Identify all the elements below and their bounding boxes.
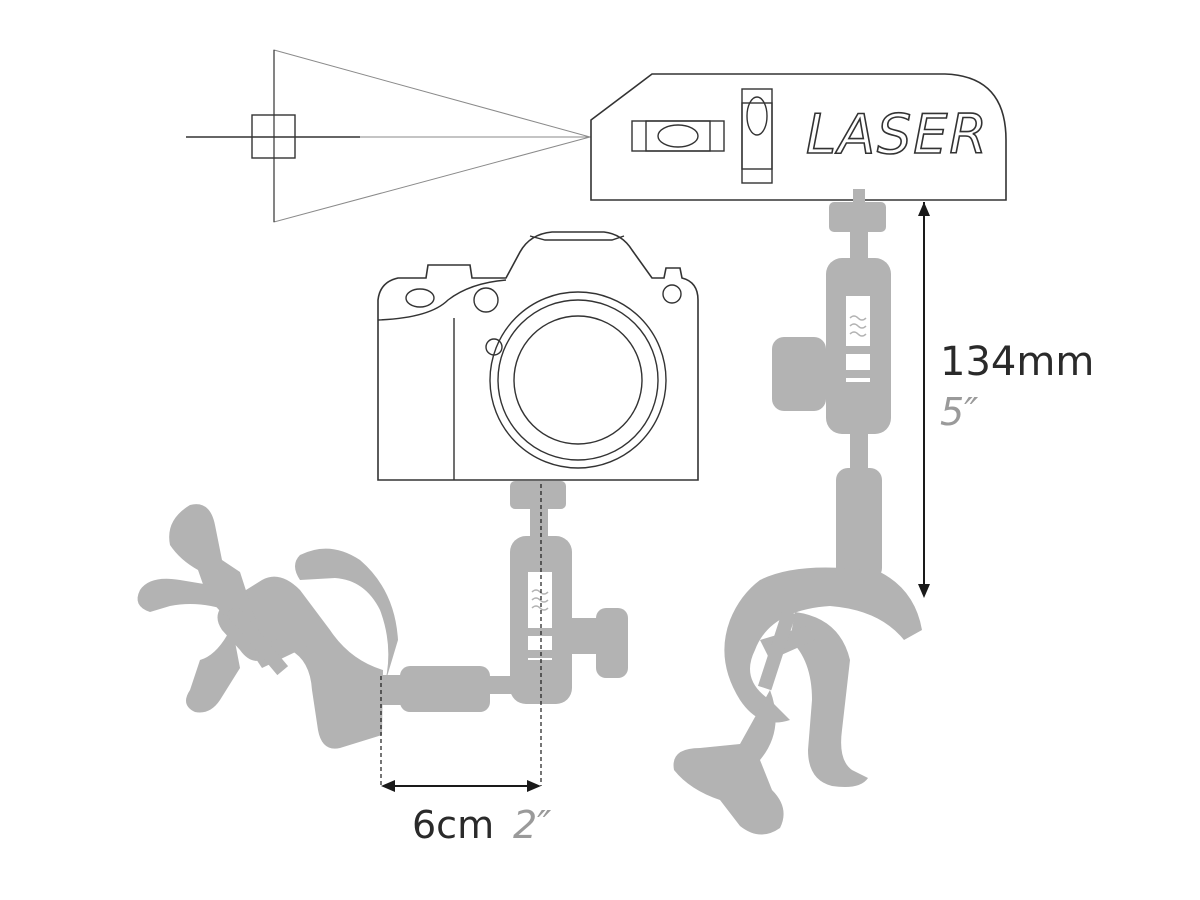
laser-label: LASER	[806, 103, 989, 166]
height-metric-label: 134mm	[940, 339, 1094, 385]
offset-imperial-label: 2″	[513, 803, 551, 847]
lens-mount-inner	[513, 315, 643, 445]
offset-metric-label: 6cm	[412, 803, 494, 847]
super-clamp-icon	[673, 567, 922, 835]
lens-mount-outer	[489, 291, 667, 469]
offset-dimension	[380, 484, 542, 792]
camera-body-icon	[377, 231, 699, 481]
laser-beam	[186, 49, 592, 223]
left-articulating-arm	[382, 481, 628, 712]
super-clamp-icon	[137, 504, 398, 749]
height-dimension	[918, 202, 930, 598]
height-imperial-label: 5″	[940, 390, 978, 434]
right-articulating-arm	[772, 189, 891, 580]
crosshair-target-icon	[251, 114, 296, 159]
laser-level-icon: LASER	[590, 73, 1007, 201]
